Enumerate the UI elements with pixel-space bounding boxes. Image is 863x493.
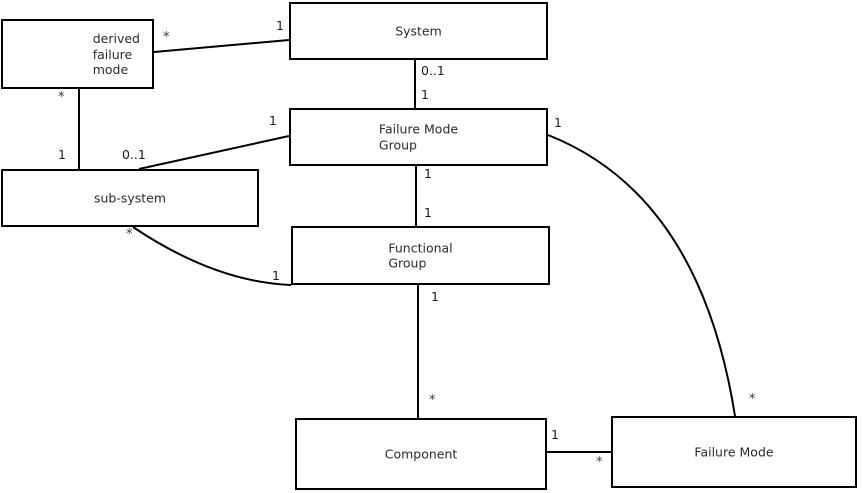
class-box-functional-group[interactable]: Functional Group [291, 226, 550, 285]
class-label-failure-mode: Failure Mode [694, 444, 774, 460]
multiplicity-failure-mode-group-sub-system: 1 [269, 113, 277, 128]
edge-sub-system-failure-mode-group [138, 135, 290, 170]
class-label-functional-group: Functional Group [388, 240, 453, 271]
multiplicity-failure-mode-component: * [596, 455, 603, 470]
multiplicity-sub-system-functional-group: * [126, 227, 133, 242]
edge-failure-mode-group-failure-mode [547, 134, 736, 417]
edge-derived-failure-mode-system [153, 39, 290, 53]
class-box-system[interactable]: System [289, 2, 548, 60]
multiplicity-derived-failure-mode-system: * [163, 30, 170, 45]
multiplicity-component-functional-group: * [429, 393, 436, 408]
class-box-derived-failure-mode[interactable]: derived failure mode [1, 19, 154, 89]
class-box-failure-mode-group[interactable]: Failure Mode Group [289, 108, 548, 166]
class-box-component[interactable]: Component [295, 418, 547, 490]
class-box-sub-system[interactable]: sub-system [1, 169, 259, 227]
multiplicity-failure-mode-group-failure-mode: 1 [554, 115, 562, 130]
class-label-failure-mode-group: Failure Mode Group [378, 121, 459, 153]
class-label-component: Component [384, 446, 458, 462]
multiplicity-derived-failure-mode-sub-system: * [58, 90, 65, 105]
class-label-system: System [395, 23, 442, 39]
multiplicity-failure-mode-group-functional-group: 1 [424, 166, 432, 181]
multiplicity-sub-system-failure-mode-group: 0..1 [122, 147, 146, 162]
multiplicity-system-failure-mode-group: 0..1 [421, 63, 445, 78]
multiplicity-functional-group-sub-system: 1 [272, 268, 280, 283]
multiplicity-failure-mode-group-system: 1 [421, 87, 429, 102]
multiplicity-component-failure-mode: 1 [551, 427, 559, 442]
multiplicity-system-derived-failure-mode: 1 [276, 18, 284, 33]
class-box-failure-mode[interactable]: Failure Mode [611, 416, 857, 488]
class-label-sub-system: sub-system [93, 190, 167, 206]
class-label-derived-failure-mode: derived failure mode [92, 30, 140, 77]
multiplicity-functional-group-component: 1 [431, 289, 439, 304]
multiplicity-sub-system-derived-failure-mode: 1 [58, 147, 66, 162]
edge-sub-system-functional-group [132, 226, 292, 286]
multiplicity-functional-group-failure-mode-group: 1 [424, 205, 432, 220]
multiplicity-failure-mode-failure-mode-group: * [749, 392, 756, 407]
